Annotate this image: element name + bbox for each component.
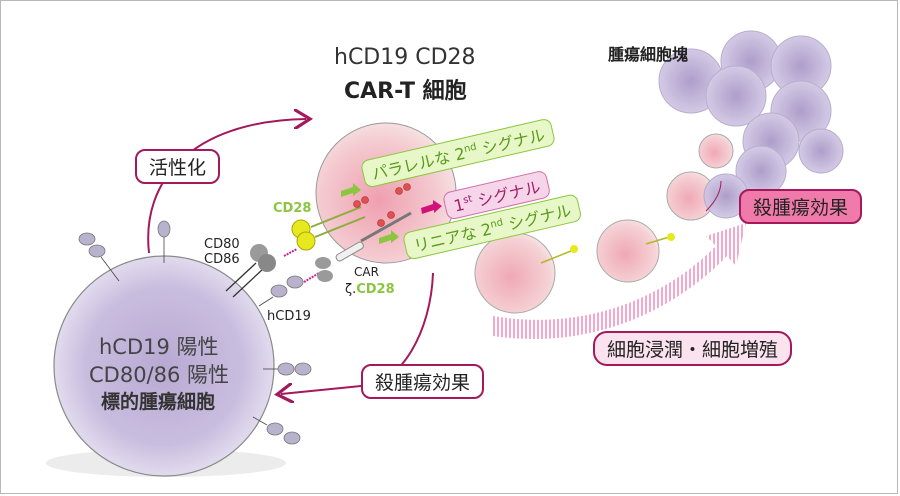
- car-receptor-icon: [315, 211, 412, 282]
- tumor-cell-label-1: hCD19 陽性: [99, 335, 219, 359]
- magenta-signal-arrow: [421, 200, 442, 214]
- killing-effect-label-left: 殺腫瘍効果: [361, 364, 485, 399]
- activation-arrow: [147, 119, 306, 254]
- zeta-label: ζ.CD28: [345, 282, 395, 297]
- car-label: CAR: [354, 265, 379, 279]
- green-signal-arrow-lower: [379, 230, 399, 244]
- green-signal-arrow-upper: [341, 183, 361, 197]
- cd80-cd86-receptor-icon: [225, 244, 276, 298]
- car-cd28-text: CD28: [356, 282, 395, 297]
- tumor-cell-label-2: CD80/86 陽性: [89, 363, 230, 387]
- activation-label: 活性化: [135, 149, 221, 184]
- car-t-title-line2: CAR-T 細胞: [344, 79, 467, 104]
- signaling-molecule-icons: [353, 183, 411, 227]
- proliferation-arrow: [493, 223, 746, 339]
- cd86-label: CD86: [204, 252, 240, 267]
- killing-effect-label-right: 殺腫瘍効果: [739, 189, 863, 224]
- car-t-title-line1: hCD19 CD28: [334, 45, 476, 70]
- hcd19-label: hCD19: [267, 309, 311, 324]
- infiltration-proliferation-label: 細胞浸潤・細胞増殖: [593, 331, 793, 366]
- tumor-mass-label: 腫瘍細胞塊: [608, 45, 689, 64]
- cd28-receptor-icon: [291, 206, 366, 251]
- cd28-label: CD28: [273, 201, 312, 216]
- killing-right-connector: [705, 180, 722, 212]
- cd80-label: CD80: [204, 237, 240, 252]
- tumor-cell-label-3: 標的腫瘍細胞: [101, 391, 216, 413]
- car-binding-arrow: [303, 272, 320, 283]
- zeta-text: ζ.: [345, 282, 357, 297]
- proliferating-car-t-cells: [474, 133, 734, 314]
- cd28-binding-arrow: [283, 248, 298, 257]
- tumor-cell-mass: [658, 30, 844, 219]
- hcd19-receptor-icons: [78, 220, 312, 445]
